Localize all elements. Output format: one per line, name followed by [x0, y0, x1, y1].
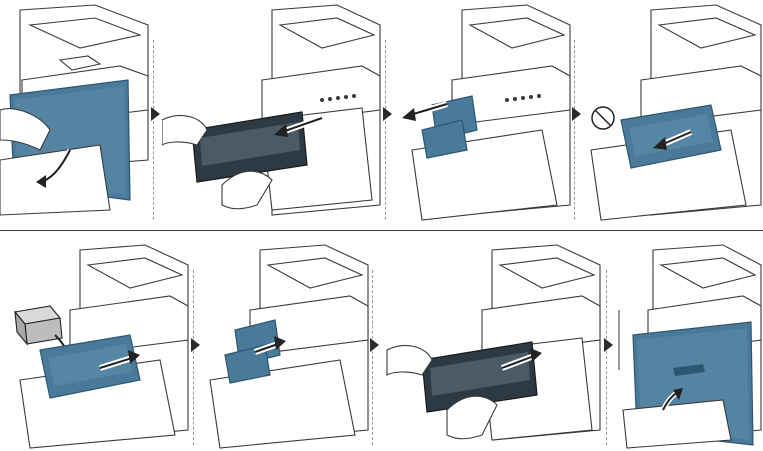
- step-8-close-front-cover: [613, 240, 763, 451]
- step-arrow-icon: [191, 338, 200, 352]
- hand-icon: [162, 115, 208, 146]
- step-4-remove-toner-cartridge: [581, 0, 763, 225]
- step-6-attach-handle: [200, 240, 370, 451]
- row-divider: [0, 230, 763, 231]
- step-separator: [372, 270, 373, 445]
- step-separator: [193, 270, 194, 445]
- printer-illustration-8: [618, 244, 762, 449]
- step-separator: [385, 40, 386, 220]
- printer-illustration-6: [209, 244, 369, 449]
- printer-illustration-3: [402, 4, 571, 221]
- printer-illustration-4: [590, 4, 762, 221]
- step-separator: [153, 40, 154, 220]
- step-2-pull-out-imaging-unit: [162, 0, 382, 225]
- step-separator: [606, 270, 607, 445]
- step-separator: [574, 40, 575, 220]
- step-arrow-icon: [370, 338, 379, 352]
- step-7-push-in-imaging-unit: [382, 240, 602, 451]
- printer-illustration-7: [386, 244, 601, 441]
- hand-icon: [386, 345, 433, 376]
- printer-illustration-5: [13, 244, 189, 449]
- printer-illustration-1: [0, 4, 149, 216]
- step-arrow-icon: [383, 107, 392, 121]
- box-icon: [13, 305, 63, 346]
- step-3-remove-handle: [392, 0, 572, 225]
- step-arrow-icon: [572, 107, 581, 121]
- step-1-open-front-cover: [0, 0, 150, 225]
- hand-icon: [0, 108, 51, 151]
- printer-illustration-2: [162, 4, 381, 216]
- step-5-insert-new-toner-cartridge: [10, 240, 190, 451]
- step-arrow-icon: [151, 107, 160, 121]
- step-arrow-icon: [604, 338, 613, 352]
- no-touch-icon: [591, 106, 615, 130]
